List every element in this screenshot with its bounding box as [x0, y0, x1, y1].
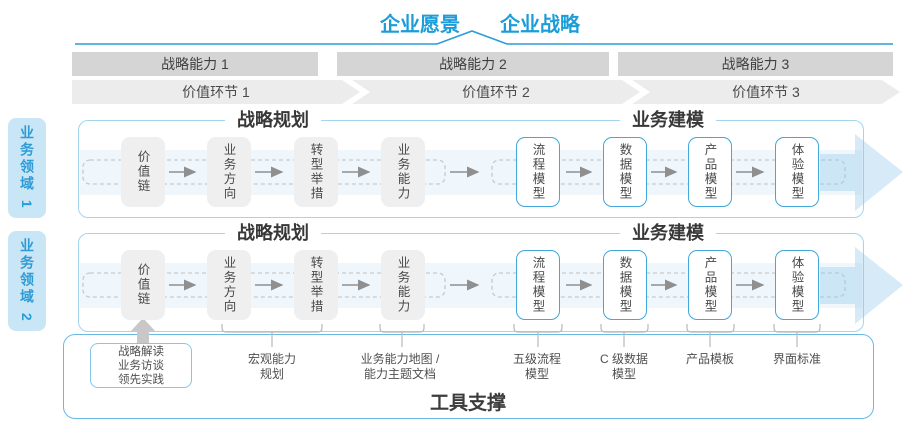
flow-box: 数据模型 — [603, 137, 647, 207]
flow-box-label: 流程模型 — [530, 256, 545, 314]
section-title-planning: 战略规划 — [225, 110, 321, 130]
flow-box: 产品模型 — [688, 137, 732, 207]
flow-box-label: 转型举措 — [308, 143, 323, 201]
vision-title: 企业愿景 — [380, 14, 460, 36]
value-chevron: 价值环节 3 — [632, 80, 900, 104]
flow-box: 业务方向 — [207, 137, 251, 207]
flow-box: 业务能力 — [381, 137, 425, 207]
flow-box: 转型举措 — [294, 250, 338, 320]
flow-box-label: 价值链 — [135, 263, 150, 307]
strategy-inputs-label: 战略解读 业务访谈 领先实践 — [118, 345, 164, 386]
annotation-process-model: 五级流程 模型 — [512, 352, 562, 381]
section-title-modeling: 业务建模 — [620, 110, 716, 130]
flow-box-label: 业务方向 — [221, 256, 236, 314]
flow-box: 业务能力 — [381, 250, 425, 320]
flow-box-label: 流程模型 — [530, 143, 545, 201]
flow-box: 数据模型 — [603, 250, 647, 320]
domain-label-text: 业务领域 2 — [19, 238, 35, 324]
flow-box: 产品模型 — [688, 250, 732, 320]
capability-bar: 战略能力 2 — [337, 52, 609, 76]
flow-box-label: 业务方向 — [221, 143, 236, 201]
capability-bar: 战略能力 1 — [72, 52, 318, 76]
domain-label-text: 业务领域 1 — [19, 125, 35, 211]
flow-box: 转型举措 — [294, 137, 338, 207]
flow-box-label: 价值链 — [135, 150, 150, 194]
section-title-planning: 战略规划 — [225, 223, 321, 243]
flow-box-label: 体验模型 — [789, 256, 804, 314]
flow-box: 业务方向 — [207, 250, 251, 320]
domain-label-1: 业务领域 1 — [8, 118, 46, 218]
value-chevron: 价值环节 2 — [352, 80, 640, 104]
annotation-product-template: 产品模板 — [685, 352, 735, 366]
flow-box: 流程模型 — [516, 250, 560, 320]
domain-label-2: 业务领域 2 — [8, 231, 46, 331]
flow-box: 价值链 — [121, 137, 165, 207]
capability-bar: 战略能力 3 — [618, 52, 893, 76]
annotation-data-model: C 级数据 模型 — [599, 352, 649, 381]
strategy-title: 企业战略 — [500, 14, 580, 36]
tool-support-container — [63, 334, 874, 419]
annotation-capability-map: 业务能力地图 / 能力主题文档 — [360, 352, 440, 381]
flow-box: 流程模型 — [516, 137, 560, 207]
flow-box-label: 体验模型 — [789, 143, 804, 201]
flow-box-label: 业务能力 — [395, 143, 410, 201]
value-chevron: 价值环节 1 — [72, 80, 360, 104]
flow-box-label: 数据模型 — [617, 256, 632, 314]
flow-box-label: 转型举措 — [308, 256, 323, 314]
flow-box-label: 产品模型 — [702, 143, 717, 201]
flow-lane-band — [80, 150, 862, 195]
flow-box-label: 数据模型 — [617, 143, 632, 201]
flow-box: 体验模型 — [775, 250, 819, 320]
flow-box: 体验模型 — [775, 137, 819, 207]
section-title-modeling: 业务建模 — [620, 223, 716, 243]
flow-box: 价值链 — [121, 250, 165, 320]
flow-box-label: 业务能力 — [395, 256, 410, 314]
vision-line — [75, 30, 893, 45]
annotation-ui-standard: 界面标准 — [772, 352, 822, 366]
flow-lane-band — [80, 263, 862, 308]
annotation-macro-capability: 宏观能力 规划 — [247, 352, 297, 381]
tool-support-label: 工具支撑 — [429, 393, 507, 414]
strategy-inputs-box: 战略解读 业务访谈 领先实践 — [90, 343, 192, 388]
flow-box-label: 产品模型 — [702, 256, 717, 314]
